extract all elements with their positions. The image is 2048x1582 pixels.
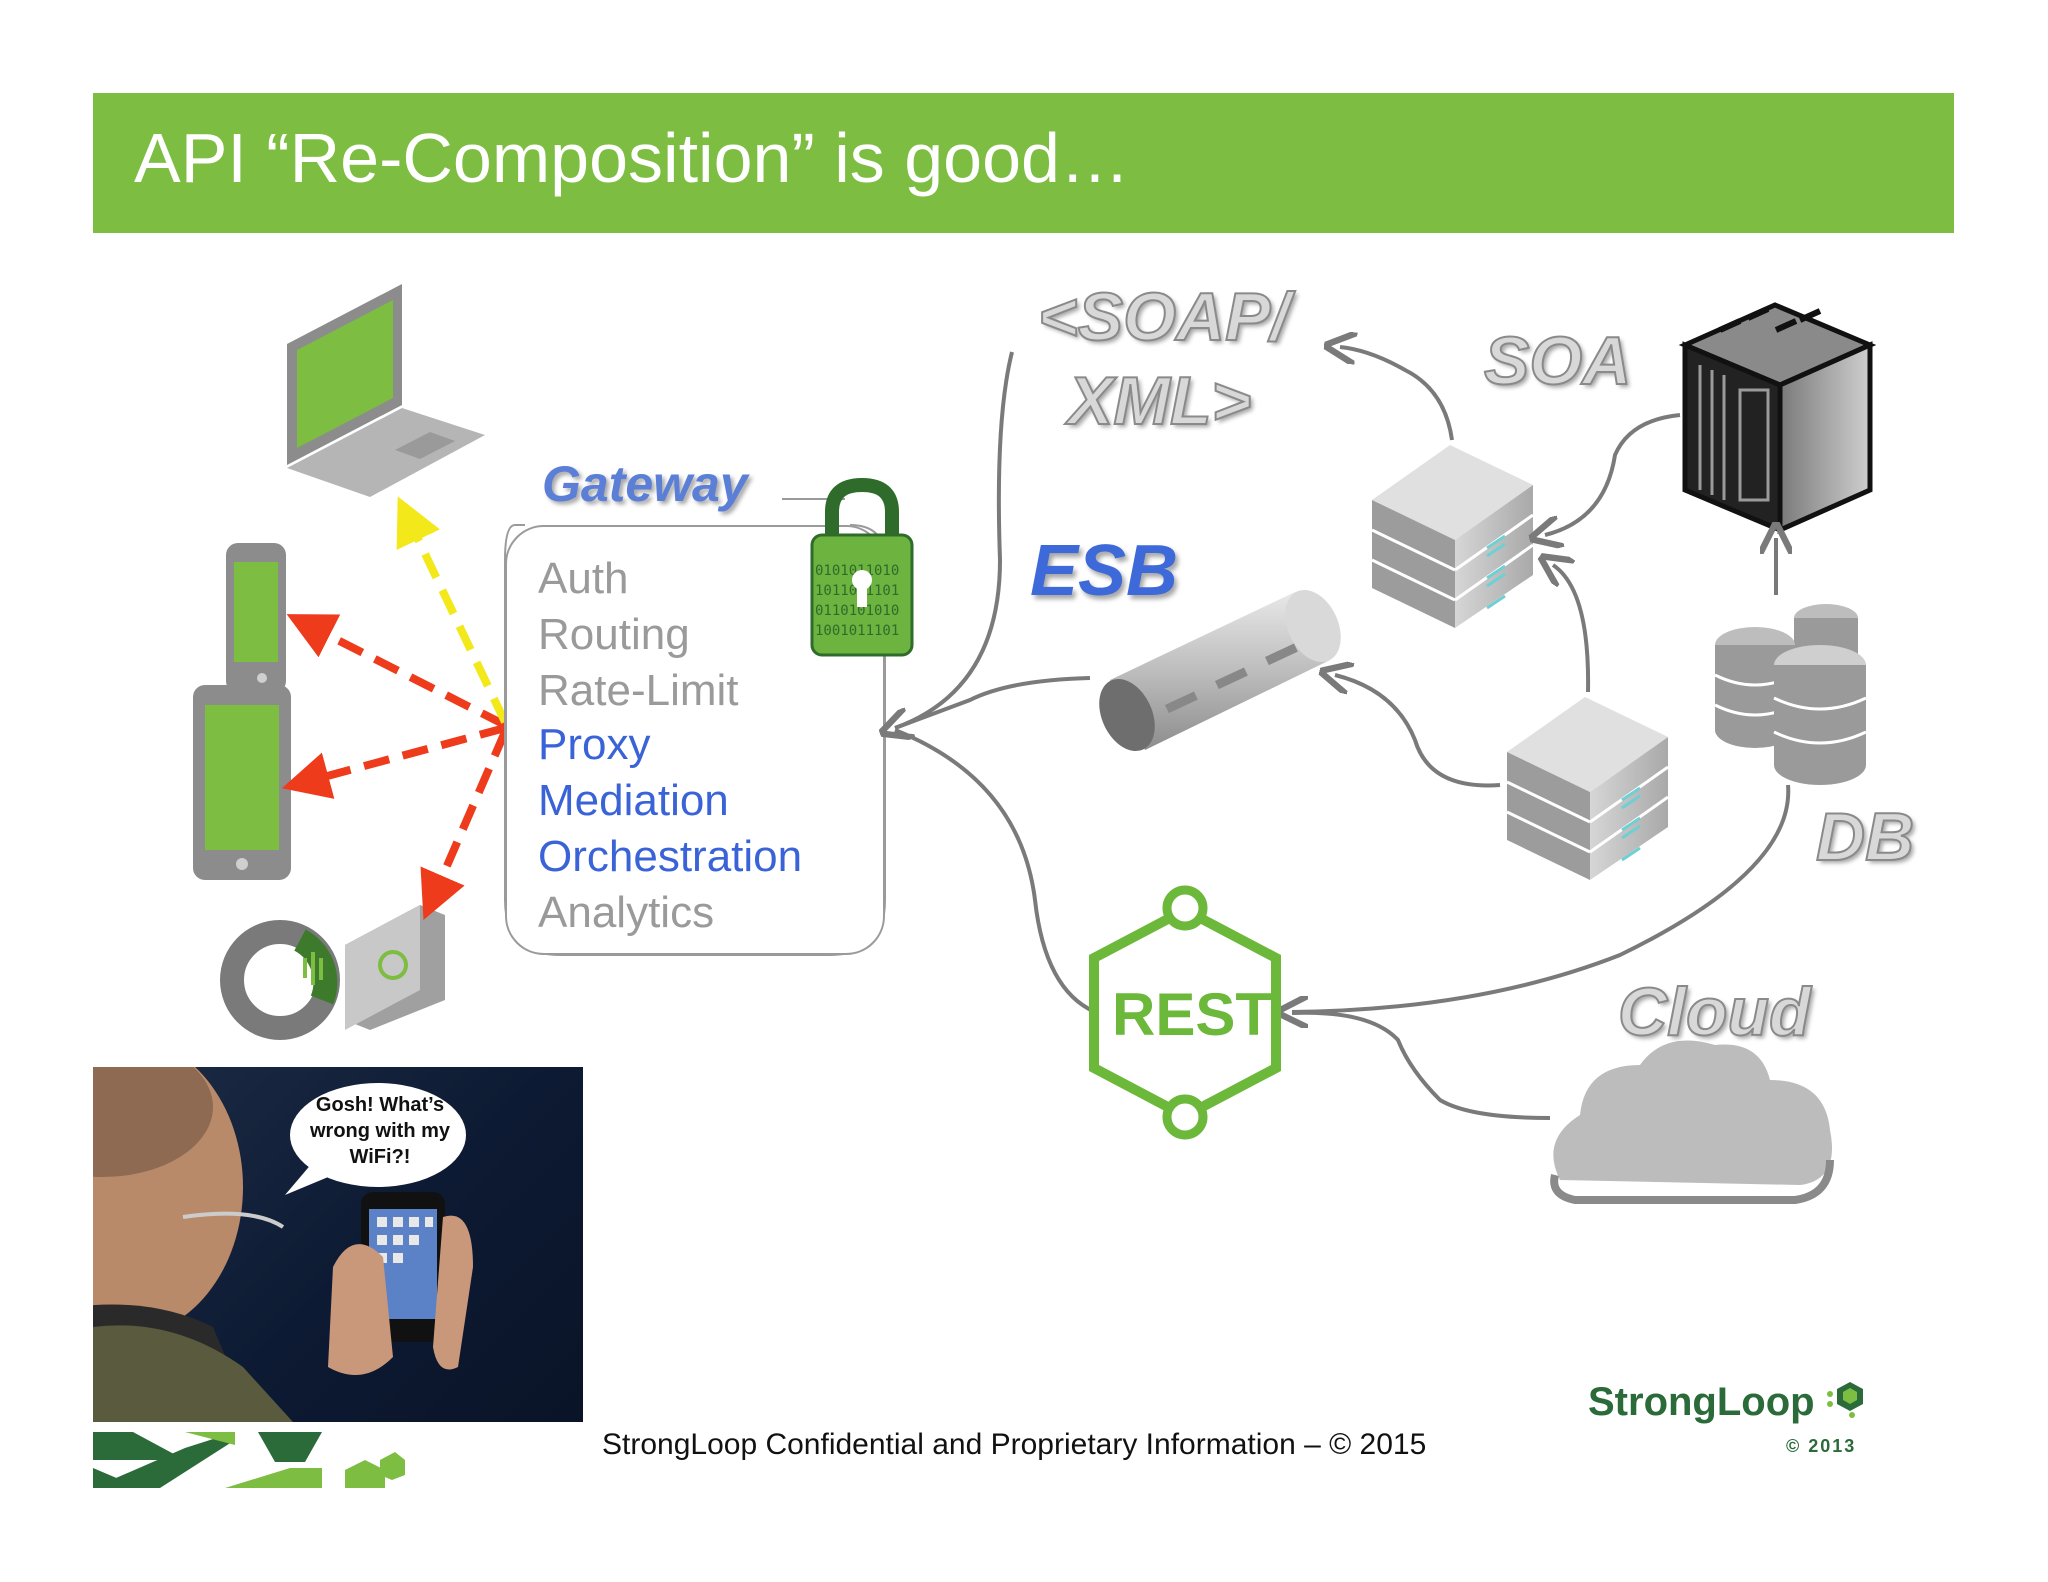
padlock-icon: 0101011010 1011001101 0110101010 1001011… [810, 477, 914, 657]
strongloop-logo-mark [1827, 1382, 1863, 1418]
server-rack-icon [1506, 697, 1669, 880]
soap-label-line1: <SOAP/ [1037, 278, 1290, 356]
db-label: DB [1815, 798, 1915, 876]
wearable-band-icon [220, 920, 340, 1040]
svg-text:0110101010: 0110101010 [815, 603, 899, 619]
phone-icon [226, 543, 286, 693]
server-rack-icon [1371, 445, 1534, 628]
backend-connectors [1292, 347, 1788, 1120]
esb-tube-icon [1099, 589, 1341, 752]
gateway-label: Gateway [542, 456, 748, 512]
gateway-function-proxy: Proxy [538, 720, 651, 769]
gateway-function-auth: Auth [538, 554, 629, 603]
gateway-function-routing: Routing [538, 610, 690, 659]
cloud-label: Cloud [1617, 973, 1812, 1051]
device-arrows [281, 496, 509, 921]
iot-device-icon [345, 905, 445, 1030]
soap-label-line2: XML> [1067, 362, 1252, 440]
title-bar [93, 93, 1954, 233]
speech-bubble-text: Gosh! What’s wrong with my WiFi?! [310, 1094, 450, 1168]
database-icon [1714, 604, 1867, 785]
gateway-function-orchestration: Orchestration [538, 832, 803, 881]
esb-label: ESB [1030, 531, 1179, 611]
laptop-icon [287, 284, 485, 497]
svg-text:0101011010: 0101011010 [815, 563, 899, 579]
presenter-photo [93, 1067, 583, 1422]
svg-text:1001011101: 1001011101 [815, 623, 899, 639]
gateway-function-mediation: Mediation [538, 776, 729, 825]
tablet-icon [193, 685, 291, 880]
gateway-function-analytics: Analytics [538, 888, 715, 937]
slide-title: API “Re-Composition” is good… [134, 119, 1130, 197]
rest-hexagon-icon [1089, 885, 1281, 1140]
soa-label: SOA [1483, 322, 1632, 400]
mainframe-icon [1678, 302, 1877, 534]
gateway-function-rate-limit: Rate-Limit [538, 666, 739, 715]
cloud-icon [1550, 1040, 1834, 1204]
corner-logo-shapes [93, 1432, 405, 1488]
rest-label: REST [1112, 981, 1273, 1048]
gateway-connectors [895, 351, 1096, 1014]
brand-name: StrongLoop [1588, 1380, 1815, 1424]
footer-confidential-text: StrongLoop Confidential and Proprietary … [602, 1428, 1427, 1461]
presenter-photo-illustration [93, 1067, 473, 1422]
brand-year: © 2013 [1786, 1436, 1857, 1456]
